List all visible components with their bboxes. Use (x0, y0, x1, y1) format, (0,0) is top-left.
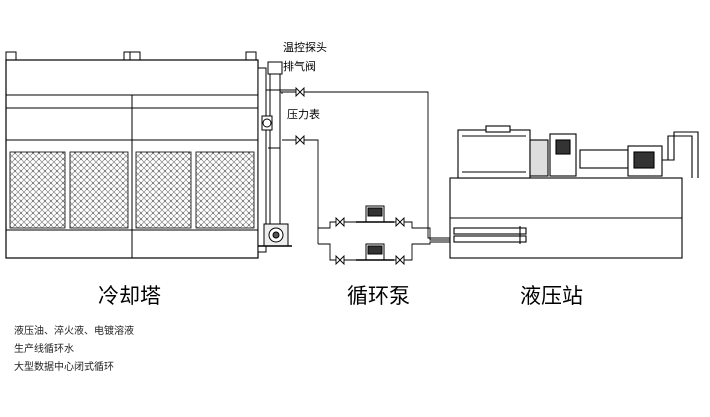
cooling-tower-label: 冷却塔 (98, 284, 161, 308)
temp-probe-label: 温控探头 (283, 40, 327, 54)
hydraulic-station (449, 125, 699, 259)
note-line-1: 液压油、淬火液、电镀溶液 (14, 324, 134, 337)
line-valves (295, 86, 405, 266)
pipelines (280, 91, 452, 261)
fill-panels (9, 151, 255, 229)
hydraulic-station-label: 液压站 (520, 284, 583, 308)
circulation-pump-label: 循环泵 (347, 284, 410, 308)
note-line-3: 大型数据中心闭式循环 (14, 360, 114, 373)
cooling-tower (5, 51, 259, 259)
motor (457, 129, 531, 179)
pressure-gauge-label: 压力表 (287, 107, 320, 121)
vent-valve-label: 排气阀 (283, 59, 316, 73)
circulation-pump-bottom (356, 243, 394, 261)
note-line-2: 生产线循环水 (14, 342, 74, 355)
circulation-pump-top (356, 205, 394, 223)
mounting-lugs (5, 51, 257, 63)
tower-riser-pipes (257, 61, 296, 253)
